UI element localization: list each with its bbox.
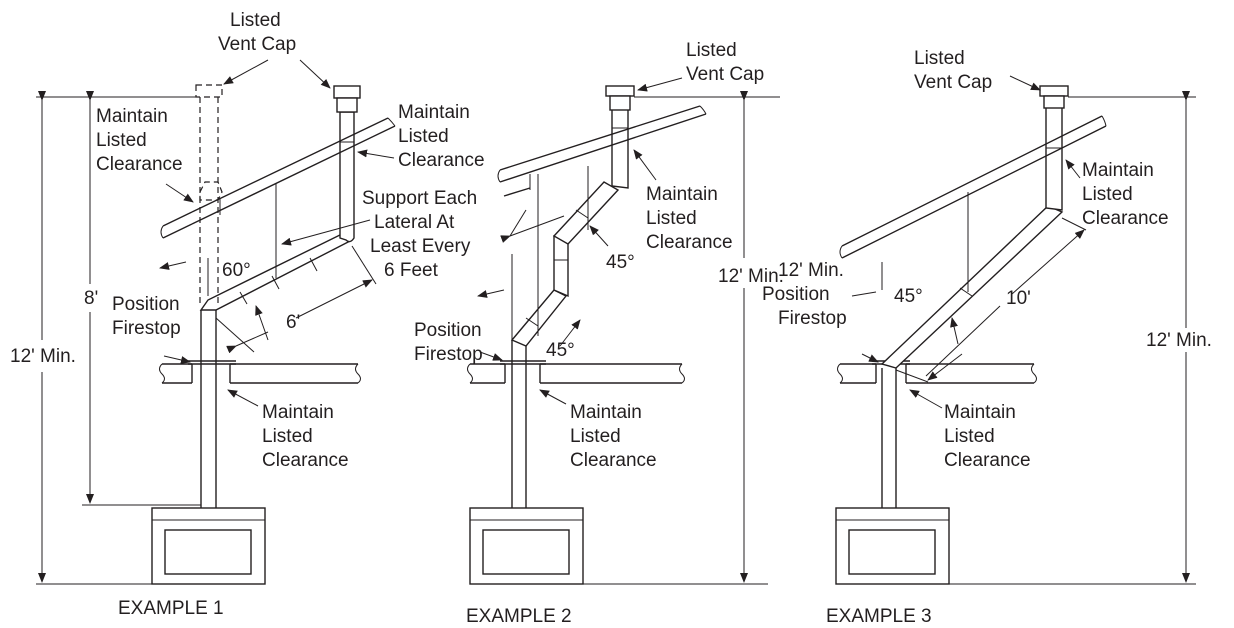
label-height-12-min: 12' Min. bbox=[10, 346, 76, 367]
label-angle-45-upper: 45° bbox=[606, 252, 635, 273]
dimension-6ft bbox=[215, 245, 377, 354]
leader-firestop bbox=[861, 353, 879, 363]
dimension-8 bbox=[82, 91, 201, 506]
leader-lateral-angle bbox=[255, 305, 269, 341]
vent-pipe-lower bbox=[200, 310, 217, 508]
label-angle-45: 45° bbox=[894, 286, 923, 307]
ceiling-joist bbox=[159, 363, 361, 384]
leader-clearance-ceiling-b bbox=[909, 389, 943, 409]
label-len-6: 6' bbox=[286, 312, 300, 333]
vent-cap bbox=[605, 85, 635, 111]
stove-appliance bbox=[469, 507, 584, 585]
dashed-straight-alternative bbox=[195, 84, 223, 305]
roof bbox=[839, 115, 1107, 259]
label-height-12-min: 12' Min. bbox=[718, 266, 784, 287]
leader-angle bbox=[851, 291, 877, 297]
leader-angle-lower bbox=[477, 289, 505, 298]
leader-support bbox=[281, 219, 371, 246]
label-clearance-roof-left: Maintain Listed Clearance bbox=[96, 106, 183, 175]
offset-pipe-upper bbox=[552, 95, 629, 245]
leader-vent-cap bbox=[299, 59, 331, 89]
leader-45-upper bbox=[589, 225, 609, 247]
leader-vent-cap bbox=[637, 77, 683, 92]
caption-example-1: EXAMPLE 1 bbox=[118, 598, 224, 619]
label-clearance-ceiling: Maintain Listed Clearance bbox=[570, 402, 657, 471]
leader-clearance-ceiling bbox=[227, 389, 259, 407]
leader-support bbox=[500, 215, 565, 243]
lateral-pipe-45 bbox=[880, 205, 1064, 369]
vent-pipe-lower bbox=[511, 340, 527, 508]
dimension-12-min bbox=[583, 91, 780, 585]
leader-clearance-roof bbox=[633, 149, 657, 181]
leader-clearance-roof-right bbox=[357, 149, 395, 159]
label-clearance-ceiling: Maintain Listed Clearance bbox=[262, 402, 349, 471]
leader-firestop bbox=[479, 351, 503, 361]
leader-clearance-roof bbox=[1065, 159, 1081, 179]
angle-arc-60 bbox=[159, 261, 187, 270]
leader-firestop bbox=[163, 355, 191, 364]
label-angle-60: 60° bbox=[222, 260, 251, 281]
stove-appliance bbox=[151, 507, 266, 585]
leader-vent-cap-dashed bbox=[223, 59, 269, 85]
offset-pipe-lower bbox=[510, 235, 569, 347]
leader-lateral-angle bbox=[950, 317, 959, 345]
dimension-10ft bbox=[895, 217, 1087, 383]
vent-cap bbox=[333, 85, 361, 113]
roof bbox=[497, 105, 707, 197]
caption-example-3: EXAMPLE 3 bbox=[826, 606, 932, 627]
vent-cap bbox=[1039, 85, 1069, 109]
leader-clearance-roof-left bbox=[165, 183, 194, 203]
label-vent-cap: Listed Vent Cap bbox=[218, 10, 296, 55]
ceiling-joist bbox=[467, 363, 685, 384]
label-len-10: 10' bbox=[1006, 288, 1031, 309]
roof bbox=[160, 117, 396, 239]
label-height-12-min: 12' Min. bbox=[1146, 330, 1212, 351]
dimension-12-min bbox=[36, 91, 200, 585]
caption-example-2: EXAMPLE 2 bbox=[466, 606, 572, 627]
label-clearance-ceiling: Maintain Listed Clearance bbox=[944, 402, 1031, 471]
label-vent-cap: Listed Vent Cap bbox=[914, 48, 992, 93]
label-vent-cap: Listed Vent Cap bbox=[686, 40, 764, 85]
label-angle-45-lower: 45° bbox=[546, 340, 575, 361]
label-support-lateral: Support Each Lateral At Least Every 6 Fe… bbox=[362, 188, 482, 281]
label-clearance-roof-right: Maintain Listed Clearance bbox=[398, 102, 485, 171]
example-3: Listed Vent Cap Maintain Listed Clearanc… bbox=[762, 48, 1212, 627]
leader-45-lower bbox=[559, 319, 581, 347]
label-firestop: Position Firestop bbox=[414, 320, 487, 365]
label-height-8: 8' bbox=[84, 288, 98, 309]
label-clearance-roof: Maintain Listed Clearance bbox=[1082, 160, 1169, 229]
vent-pipe-upper bbox=[339, 111, 355, 243]
leader-clearance-ceiling-a bbox=[927, 353, 963, 381]
dimension-12-min bbox=[949, 91, 1196, 585]
firestop bbox=[500, 360, 546, 365]
firestop bbox=[188, 360, 236, 365]
example-2: Listed Vent Cap Maintain Listed Clearanc… bbox=[414, 40, 784, 627]
leader-support-2 bbox=[509, 209, 527, 237]
label-firestop: Position Firestop bbox=[112, 294, 185, 339]
ceiling-joist bbox=[837, 363, 1037, 384]
vent-pipe-lower bbox=[881, 368, 897, 508]
label-clearance-roof: Maintain Listed Clearance bbox=[646, 184, 733, 253]
stove-appliance bbox=[835, 507, 950, 585]
leader-vent-cap bbox=[1009, 75, 1041, 91]
example-1: Listed Vent Cap Maintain Listed Clearanc… bbox=[10, 10, 485, 619]
leader-clearance-ceiling bbox=[539, 389, 567, 405]
label-firestop-12min: 12' Min. Position Firestop bbox=[762, 260, 849, 329]
